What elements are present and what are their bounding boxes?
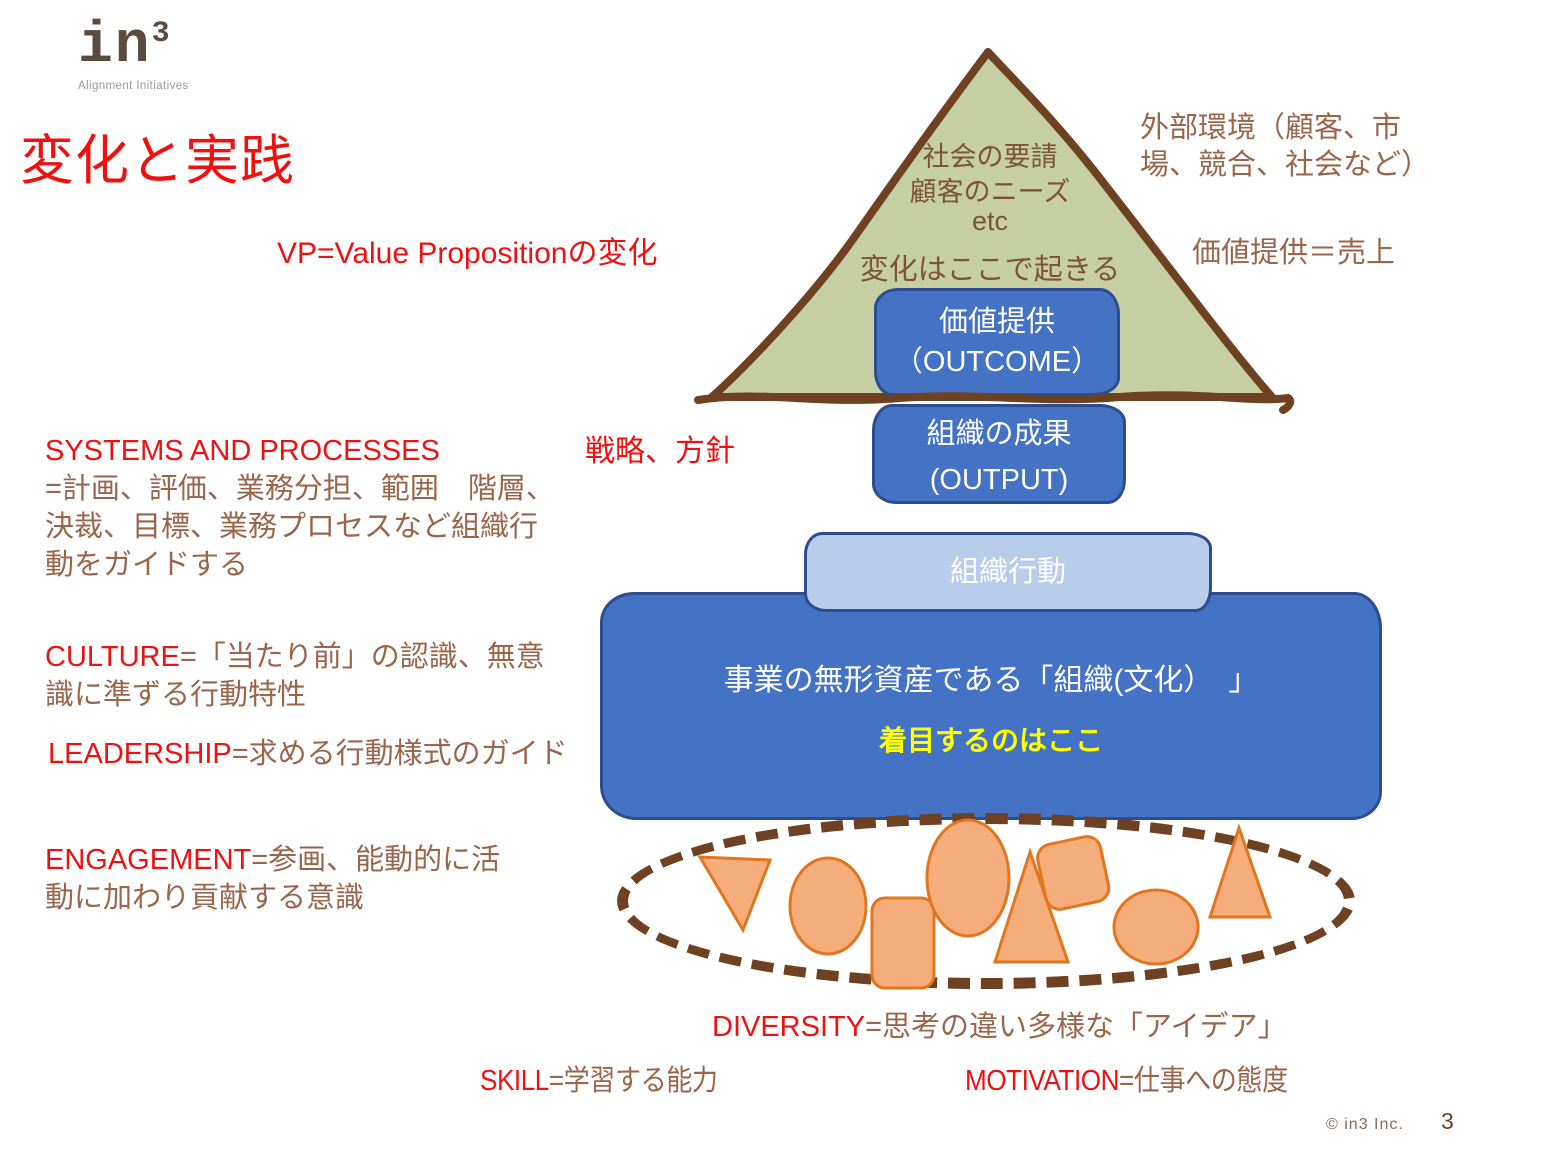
pyramid-text-change-happens: 変化はここで起きる bbox=[859, 254, 1121, 286]
engagement-description: =参画、能動的に活 動に加わり貢献する意識 bbox=[45, 844, 501, 914]
culture-description: =「当たり前」の認識、無意 識に準ずる行動特性 bbox=[45, 641, 545, 711]
output-sublabel: (OUTPUT) bbox=[929, 464, 1069, 496]
engagement-label: ENGAGEMENT=参画、能動的に活 動に加わり貢献する意識 bbox=[45, 841, 500, 917]
logo-name: in bbox=[78, 14, 152, 79]
skill-label: SKILL=学習する能力 bbox=[480, 1062, 744, 1100]
culture-keyword: CULTURE bbox=[45, 641, 180, 673]
systems-keyword: SYSTEMS AND PROCESSES bbox=[45, 435, 440, 467]
vp-annotation: VP=Value Propositionの変化 bbox=[277, 237, 658, 270]
systems-description: =計画、評価、業務分担、範囲 階層、 決裁、目標、業務プロセスなど組織行 動をガ… bbox=[45, 473, 555, 581]
motivation-description: =仕事への態度 bbox=[1119, 1065, 1288, 1097]
pyramid-text-social-demand: 社会の要請 bbox=[922, 142, 1058, 172]
systems-label: SYSTEMS AND PROCESSES =計画、評価、業務分担、範囲 階層、 … bbox=[45, 432, 555, 584]
output-box: 組織の成果 (OUTPUT) bbox=[872, 404, 1126, 504]
culture-box: 事業の無形資産である「組織(文化） 」 着目するのはここ bbox=[600, 592, 1382, 820]
external-environment-annotation: 外部環境（顧客、市 場、競合、社会など） bbox=[1140, 112, 1431, 181]
pyramid-text-etc: etc bbox=[971, 206, 1009, 236]
leadership-label: LEADERSHIP=求める行動様式のガイド bbox=[48, 735, 568, 773]
motivation-label: MOTIVATION=仕事への態度 bbox=[965, 1062, 1324, 1100]
outcome-box: 価値提供 （OUTCOME） bbox=[874, 288, 1120, 396]
copyright-text: © in3 Inc. bbox=[1326, 1116, 1404, 1133]
strategy-annotation: 戦略、方針 bbox=[585, 435, 735, 468]
logo: in3 Alignment Initiatives bbox=[78, 18, 189, 93]
culture-box-highlight: 着目するのはここ bbox=[878, 725, 1103, 756]
outcome-sublabel: （OUTCOME） bbox=[893, 346, 1101, 378]
culture-label: CULTURE=「当たり前」の認識、無意 識に準ずる行動特性 bbox=[45, 638, 545, 714]
skill-keyword: SKILL bbox=[480, 1065, 549, 1097]
engagement-keyword: ENGAGEMENT bbox=[45, 844, 252, 876]
output-label: 組織の成果 bbox=[926, 418, 1072, 450]
logo-wordmark: in3 bbox=[78, 18, 189, 76]
diversity-keyword: DIVERSITY bbox=[712, 1011, 866, 1043]
logo-tagline: Alignment Initiatives bbox=[78, 80, 189, 92]
pyramid-text-customer-needs: 顧客のニーズ bbox=[909, 177, 1071, 207]
behavior-box: 組織行動 bbox=[804, 532, 1212, 612]
diversity-ellipse bbox=[617, 813, 1355, 989]
leadership-keyword: LEADERSHIP bbox=[48, 738, 232, 770]
leadership-description: =求める行動様式のガイド bbox=[231, 738, 568, 770]
outcome-label: 価値提供 bbox=[938, 306, 1055, 338]
behavior-label: 組織行動 bbox=[949, 556, 1066, 588]
skill-description: =学習する能力 bbox=[548, 1065, 718, 1097]
logo-superscript: 3 bbox=[151, 17, 172, 51]
motivation-keyword: MOTIVATION bbox=[965, 1065, 1120, 1097]
value-sales-annotation: 価値提供＝売上 bbox=[1192, 237, 1396, 269]
page-number: 3 bbox=[1441, 1108, 1454, 1134]
diversity-description: =思考の違い多様な「アイデア」 bbox=[865, 1011, 1287, 1043]
page-title: 変化と実践 bbox=[20, 131, 295, 191]
culture-box-text: 事業の無形資産である「組織(文化） 」 bbox=[723, 664, 1259, 697]
diversity-label: DIVERSITY=思考の違い多様な「アイデア」 bbox=[712, 1008, 1287, 1046]
